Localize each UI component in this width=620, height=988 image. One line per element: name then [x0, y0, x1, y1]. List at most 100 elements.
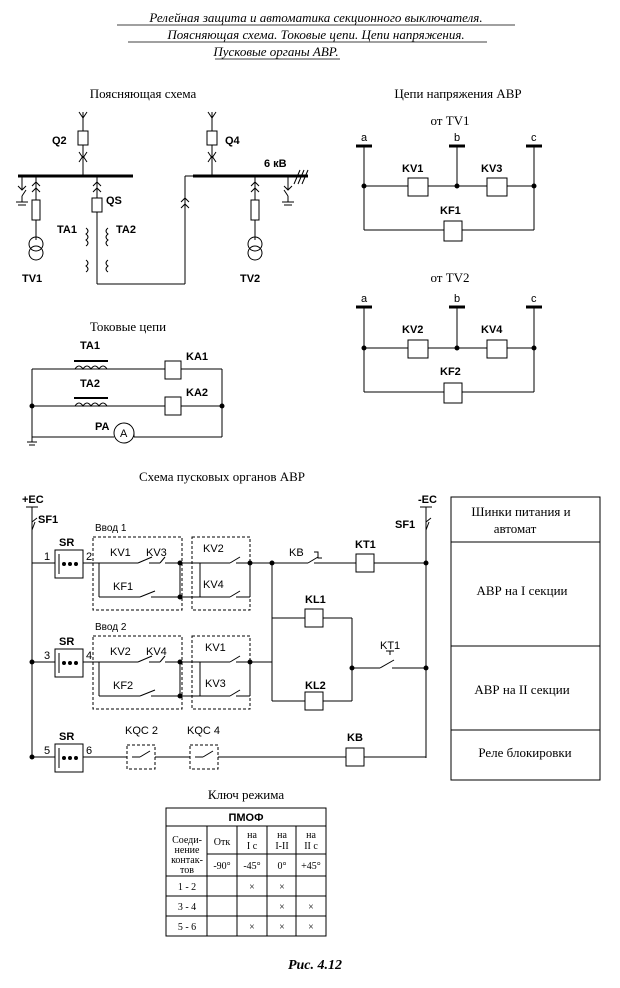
label-kv2-v: KV2	[402, 324, 423, 336]
label-kv2-s1: KV2	[203, 543, 224, 555]
label-tv2: TV2	[240, 273, 260, 285]
start-title: Схема пусковых органов АВР	[139, 469, 305, 484]
mark-r3-c1: ×	[249, 922, 255, 933]
mark-r1-c2: ×	[279, 882, 285, 893]
label-q2: Q2	[52, 135, 67, 147]
voltage-circuit-tv2	[356, 305, 542, 404]
label-kv2-s2: KV2	[110, 646, 131, 658]
voltage-tv2-labels: a b c KV2 KV4 KF2	[361, 293, 537, 378]
mark-r2-c2: ×	[279, 902, 285, 913]
label-n1: 1	[44, 551, 50, 563]
label-ta1-c: TA1	[80, 340, 100, 352]
header-line-1: Релейная защита и автоматика секционного…	[148, 10, 482, 25]
phase-a-1: a	[361, 132, 368, 144]
row-header-1: Соеди-	[172, 835, 202, 846]
col-off: Отк	[214, 837, 231, 848]
col-2-top: на	[277, 830, 287, 841]
label-n5: 5	[44, 745, 50, 757]
label-kv3-v: KV3	[481, 163, 502, 175]
label-kv3-s1: KV3	[146, 547, 167, 559]
label-sf1-right: SF1	[395, 519, 415, 531]
mark-r1-c1: ×	[249, 882, 255, 893]
figure-caption: Рис. 4.12	[288, 958, 342, 973]
label-ka1: KA1	[186, 351, 208, 363]
section-power-1: Шинки питания и	[471, 504, 570, 519]
mark-r2-c3: ×	[308, 902, 314, 913]
label-kv4-v: KV4	[481, 324, 503, 336]
label-qs: QS	[106, 195, 122, 207]
phase-c-2: c	[531, 293, 537, 305]
section-block: Реле блокировки	[478, 745, 571, 760]
label-plus-ec: +EC	[22, 494, 44, 506]
current-title: Токовые цепи	[90, 319, 166, 334]
phase-a-2: a	[361, 293, 368, 305]
header-underlines	[117, 24, 515, 60]
col-1-top: на	[247, 830, 257, 841]
mode-table-grid	[165, 807, 327, 937]
label-ta2: TA2	[116, 224, 136, 236]
voltage-title: Цепи напряжения АВР	[394, 86, 521, 101]
label-kl1: KL1	[305, 594, 326, 606]
label-voltage: 6 кВ	[264, 158, 287, 170]
header-line-2: Поясняющая схема. Токовые цепи. Цепи нап…	[166, 27, 464, 42]
mark-r3-c2: ×	[279, 922, 285, 933]
label-input1: Ввод 1	[95, 523, 127, 534]
start-scheme	[26, 506, 432, 773]
phase-b-2: b	[454, 293, 460, 305]
label-n2: 2	[86, 551, 92, 563]
label-sf1-left: SF1	[38, 514, 58, 526]
angle-1: -45°	[243, 861, 260, 872]
angle-0: -90°	[213, 861, 230, 872]
header: Релейная защита и автоматика секционного…	[148, 10, 482, 59]
label-kv4-s2: KV4	[146, 646, 167, 658]
section-table	[450, 496, 601, 781]
label-kqc2: KQC 2	[125, 725, 158, 737]
section-avr2: АВР на II секции	[474, 682, 569, 697]
header-line-3: Пусковые органы АВР.	[212, 44, 338, 59]
section-power-2: автомат	[494, 521, 537, 536]
label-kv1-s1: KV1	[110, 547, 131, 559]
label-kv1-v: KV1	[402, 163, 423, 175]
mode-key-title: Ключ режима	[208, 787, 285, 802]
start-scheme-labels: +EC -EC SF1 SF1 SR SR SR 1 2 3 4 5 6 Вво…	[22, 494, 437, 757]
label-q4: Q4	[225, 135, 241, 147]
mark-r3-c3: ×	[308, 922, 314, 933]
section-labels: Шинки питания и автомат АВР на I секции …	[471, 504, 571, 760]
row-header-3: контак-	[171, 855, 203, 866]
row-3-4: 3 - 4	[178, 902, 196, 913]
label-sr-3: SR	[59, 731, 74, 743]
label-kb-contact: KB	[289, 547, 304, 559]
label-n4: 4	[86, 650, 92, 662]
from-tv1: от TV1	[430, 113, 469, 128]
label-ta2-c: TA2	[80, 378, 100, 390]
current-labels: TA1 TA2 KA1 KA2 PA A	[80, 340, 208, 440]
voltage-circuit-tv1	[356, 144, 542, 242]
label-kt1-contact: KT1	[380, 640, 400, 652]
angle-2: 0°	[278, 861, 287, 872]
label-kf2-s: KF2	[113, 680, 133, 692]
label-input2: Ввод 2	[95, 622, 127, 633]
row-header-4: тов	[180, 865, 194, 876]
mode-table-text: ПМОФ Соеди- нение контак- тов Отк на I с…	[171, 812, 321, 933]
mode-table-header: ПМОФ	[228, 812, 263, 824]
label-tv1: TV1	[22, 273, 42, 285]
explanatory-labels: Q2 Q4 6 кВ QS TA1 TA2 TV1 TV2	[22, 135, 287, 285]
label-kl2: KL2	[305, 680, 326, 692]
label-kb-coil: KB	[347, 732, 363, 744]
label-kqc4: KQC 4	[187, 725, 220, 737]
section-avr1: АВР на I секции	[477, 583, 568, 598]
explanatory-title: Поясняющая схема	[90, 86, 197, 101]
current-circuits	[27, 360, 225, 446]
ammeter-symbol: A	[120, 428, 128, 440]
label-ta1: TA1	[57, 224, 77, 236]
label-kf1-v: KF1	[440, 205, 461, 217]
phase-c-1: c	[531, 132, 537, 144]
label-n6: 6	[86, 745, 92, 757]
explanatory-scheme	[16, 111, 309, 285]
col-3-bot: II с	[304, 841, 318, 852]
label-sr-2: SR	[59, 636, 74, 648]
angle-3: +45°	[301, 861, 321, 872]
label-kf2-v: KF2	[440, 366, 461, 378]
voltage-tv1-labels: a b c KV1 KV3 KF1	[361, 132, 537, 217]
